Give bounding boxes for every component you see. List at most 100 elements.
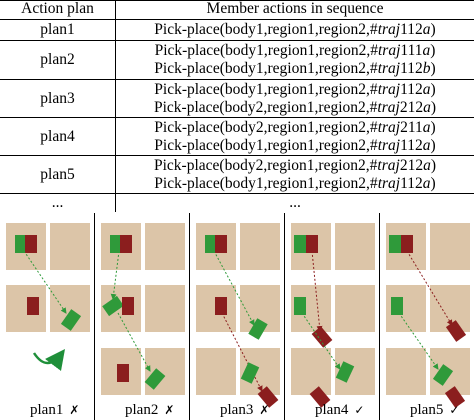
action-suffix: 211	[400, 119, 423, 136]
trajectory-arrow-green	[301, 312, 341, 370]
panel-label-plan2: plan2 ✗	[125, 401, 174, 419]
plan-cell: ...	[51, 194, 64, 211]
body1-green	[102, 295, 124, 317]
action-suffix: 111	[400, 42, 423, 59]
body1-green	[335, 361, 355, 383]
trajectory-arrow-green	[117, 312, 151, 372]
check-icon: ✓	[354, 403, 365, 417]
body2-red	[445, 320, 467, 342]
action-prefix: Pick-place(body2,region1,region2,#	[154, 119, 378, 136]
panel-label-plan3: plan3 ✗	[220, 401, 269, 419]
panel-label-plan5: plan5 ✓	[410, 401, 459, 419]
action-end: a	[422, 119, 431, 136]
region-tile	[6, 285, 46, 332]
action-close: )	[430, 42, 436, 59]
table-column-divider	[115, 0, 116, 212]
action-end: a	[422, 21, 431, 38]
action-cell: ...	[116, 194, 474, 212]
plan-cell: plan5	[40, 166, 75, 183]
body2-red	[311, 326, 333, 348]
header-member-actions: Member actions in sequence	[206, 0, 384, 17]
action-cell: Pick-place(body2,region1,region2,#traj21…	[116, 119, 474, 137]
action-cell: Pick-place(body1,region1,region2,#traj11…	[116, 42, 474, 60]
check-icon: ✓	[449, 403, 460, 417]
body2-red	[25, 235, 37, 253]
action-end: a	[423, 157, 431, 174]
body1-green	[248, 318, 268, 340]
action-traj: traj	[377, 137, 401, 154]
cross-icon: ✗	[164, 403, 175, 417]
region-tile	[145, 223, 185, 270]
trajectory-arrow-red	[311, 250, 323, 332]
body1-green	[389, 235, 401, 253]
table-rule-header	[0, 19, 474, 20]
panel-divider	[284, 213, 285, 420]
plan-illustrations: plan1✗ plan2 ✗ plan3 ✗ plan4✓ plan5 ✓	[0, 213, 474, 420]
action-prefix: Pick-place(body1,region1,region2,#	[154, 81, 378, 98]
cross-icon: ✗	[259, 403, 270, 417]
header-action-plan: Action plan	[21, 0, 94, 17]
panel-label-text: plan5	[410, 402, 444, 418]
action-suffix: 212	[399, 99, 424, 116]
action-prefix: Pick-place(body1,region1,region2,#	[154, 60, 378, 77]
body1-green	[110, 235, 122, 253]
action-close: )	[430, 119, 436, 136]
region-tile	[335, 285, 375, 332]
action-end: a	[422, 81, 431, 98]
region-tile	[145, 348, 185, 395]
panel-label-text: plan3	[220, 402, 254, 418]
panel-divider	[379, 213, 380, 420]
body1-green	[294, 297, 306, 315]
action-close: )	[430, 60, 436, 77]
table-rule-row	[0, 155, 474, 156]
body2-red	[401, 235, 413, 253]
action-end: a	[423, 99, 431, 116]
body2-red	[444, 386, 466, 408]
body1-green	[240, 362, 260, 384]
action-traj: traj	[377, 175, 401, 192]
action-close: )	[430, 137, 436, 154]
body1-green	[60, 309, 82, 331]
action-traj: traj	[377, 119, 401, 136]
table-rule-top	[0, 0, 474, 1]
panel-label-text: plan2	[125, 402, 159, 418]
rotation-arrow	[32, 349, 66, 371]
action-traj: traj	[377, 157, 400, 174]
body2-red	[215, 235, 227, 253]
action-prefix: Pick-place(body1,region1,region2,#	[154, 21, 378, 38]
action-cell: Pick-place(body2,region1,region2,#traj21…	[116, 99, 474, 117]
trajectory-arrow-green	[398, 312, 439, 370]
action-traj: traj	[377, 99, 400, 116]
action-prefix: Pick-place(body1,region1,region2,#	[154, 137, 378, 154]
trajectory-arrow-green	[23, 250, 67, 314]
action-prefix: ...	[289, 194, 301, 211]
action-cell: Pick-place(body2,region1,region2,#traj21…	[116, 157, 474, 175]
action-cell: Pick-place(body1,region1,region2,#traj11…	[116, 81, 474, 99]
region-tile	[50, 223, 90, 270]
table-rule-row	[0, 79, 474, 80]
trajectory-arrow-green	[110, 250, 120, 300]
action-prefix: Pick-place(body1,region1,region2,#	[154, 175, 378, 192]
action-suffix: 112	[400, 137, 423, 154]
region-tile	[196, 348, 236, 395]
action-traj: traj	[377, 60, 401, 77]
body1-green	[391, 297, 403, 315]
body2-red	[309, 386, 331, 408]
action-traj: traj	[377, 81, 401, 98]
body1-green	[15, 235, 27, 253]
body2-red	[120, 235, 132, 253]
action-cell: Pick-place(body1,region1,region2,#traj11…	[116, 137, 474, 155]
action-end: a	[422, 137, 431, 154]
body1-green	[432, 364, 454, 386]
action-suffix: 112	[400, 60, 423, 77]
action-cell: Pick-place(body1,region1,region2,#traj11…	[116, 60, 474, 78]
panel-label-plan4: plan4✓	[315, 401, 364, 419]
action-end: b	[422, 60, 431, 77]
action-cell: Pick-place(body1,region1,region2,#traj11…	[116, 175, 474, 193]
body2-red	[257, 386, 279, 408]
action-close: )	[430, 21, 436, 38]
plan-scenes-figure	[6, 223, 470, 408]
body1-green	[144, 368, 166, 390]
panel-label-plan1: plan1✗	[30, 401, 79, 419]
plan-cell: plan3	[40, 90, 75, 107]
